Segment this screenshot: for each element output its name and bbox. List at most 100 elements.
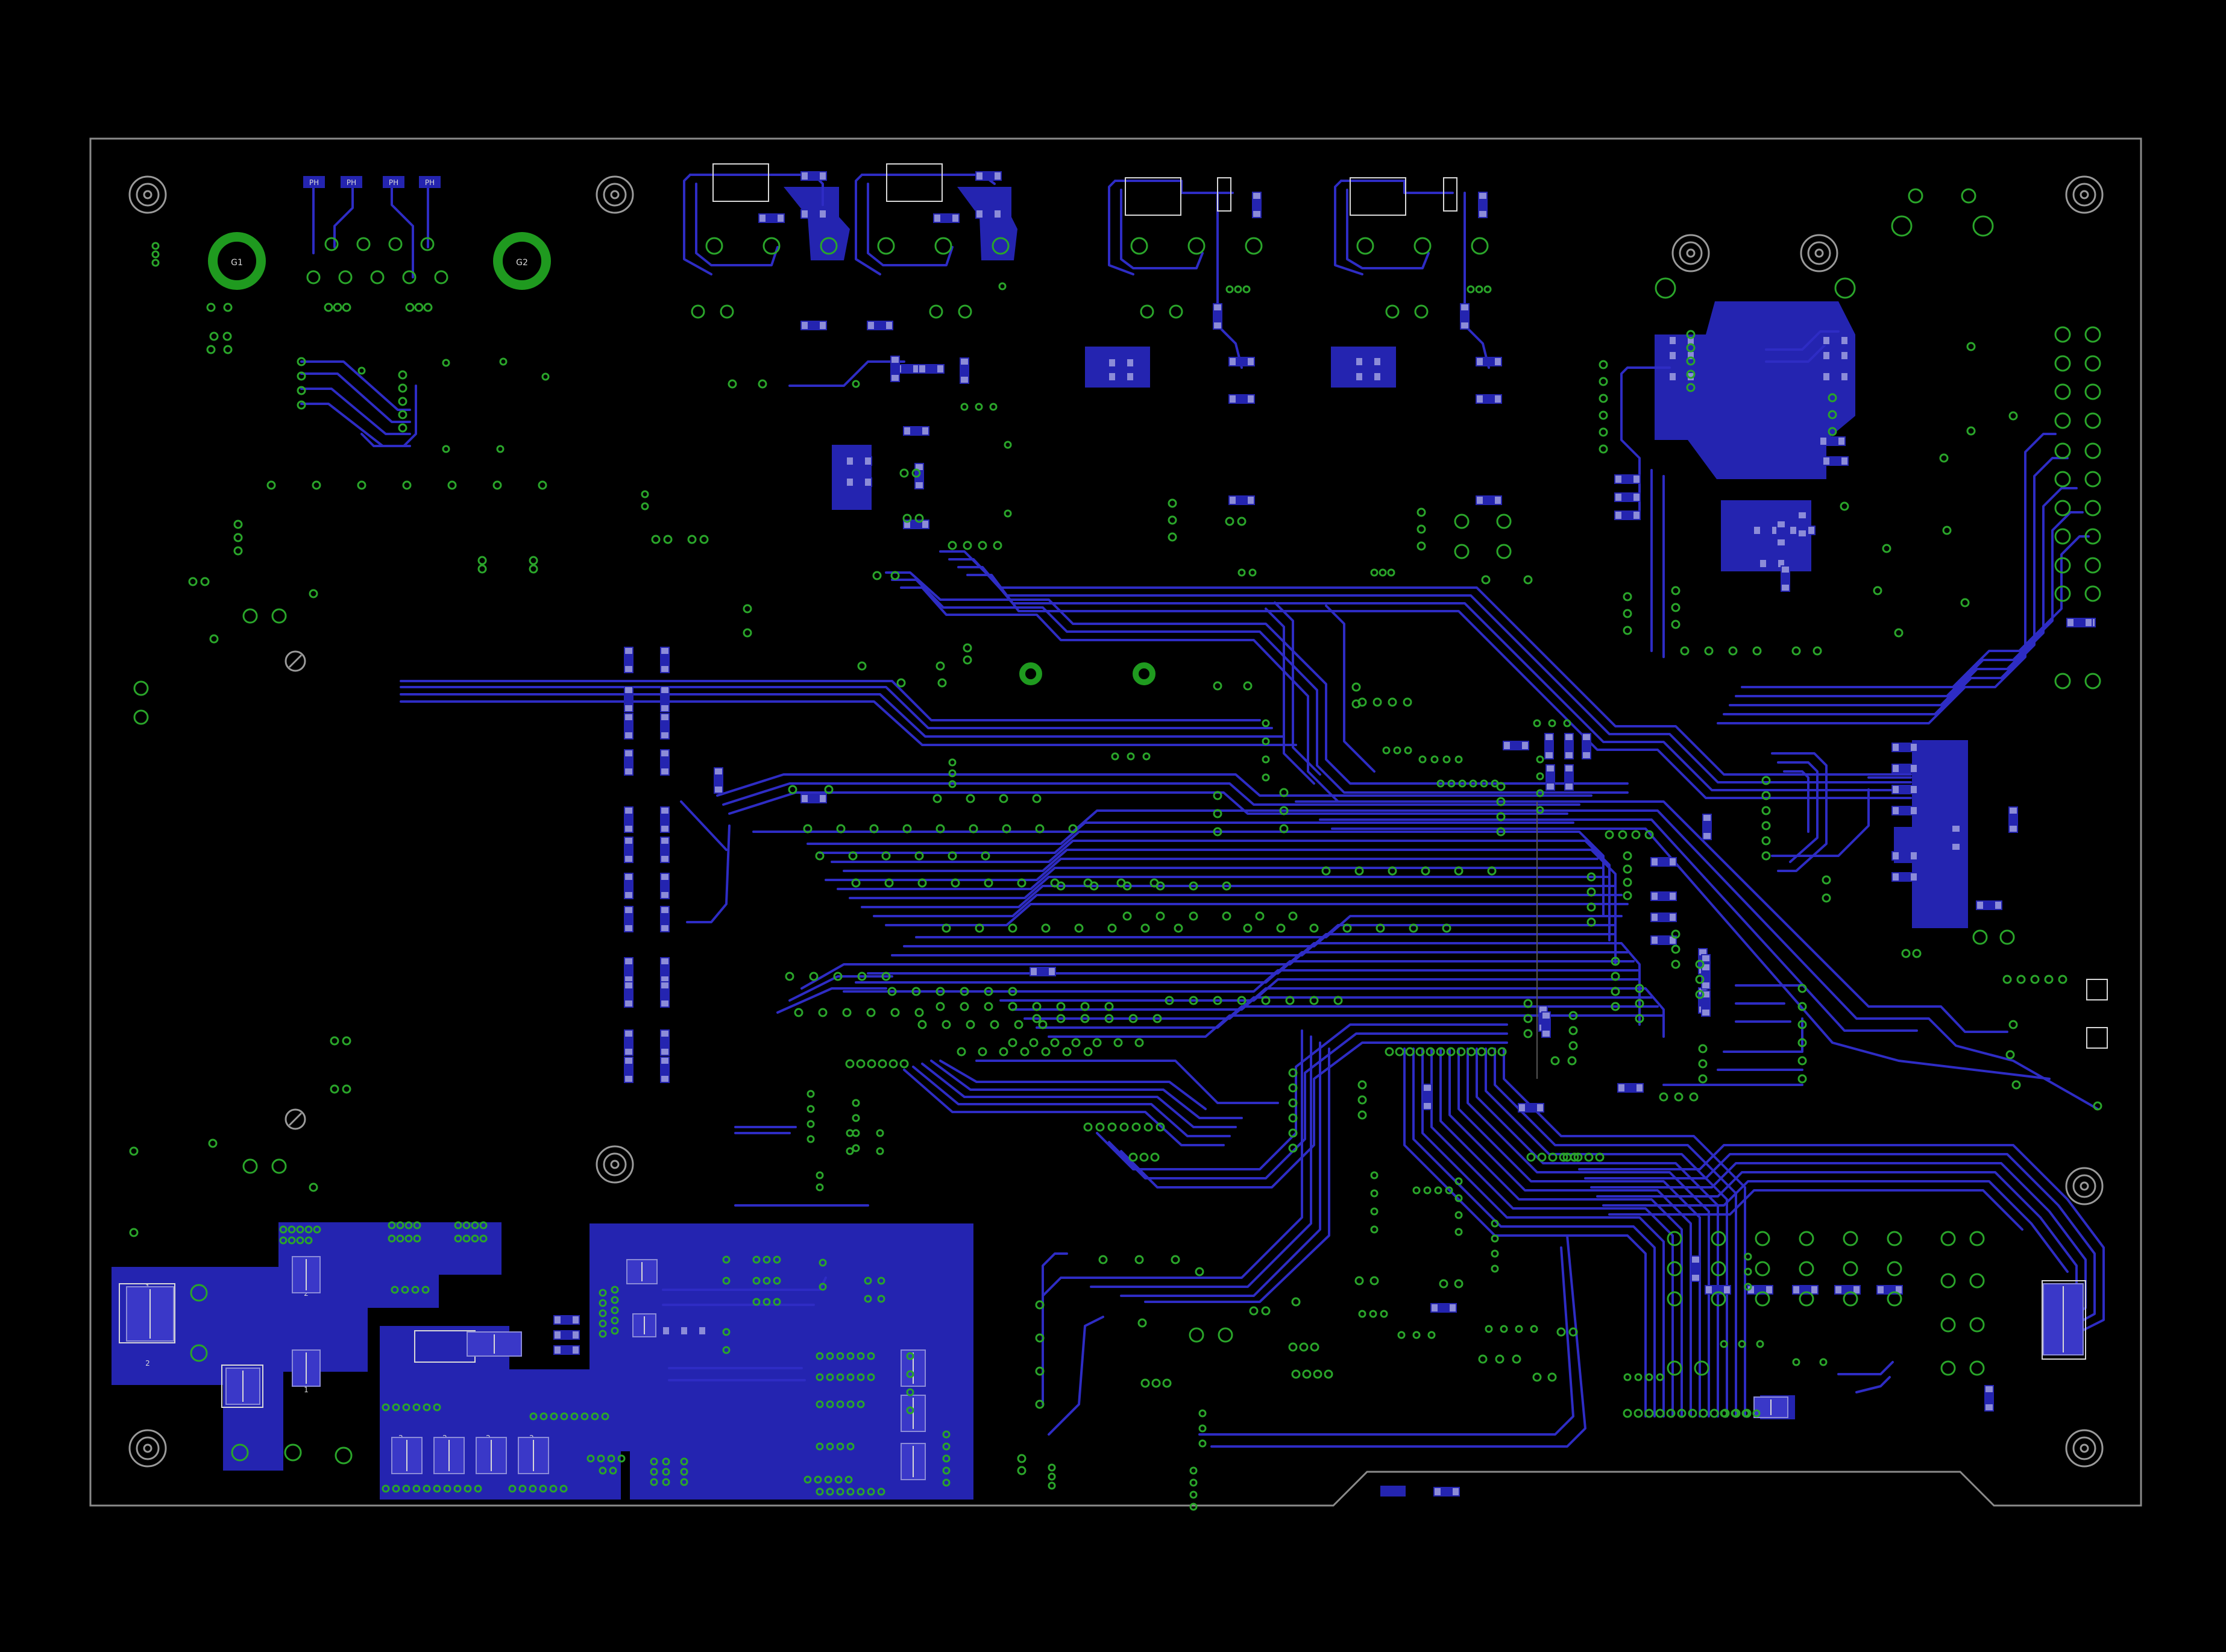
via (599, 1309, 607, 1318)
via (1536, 755, 1544, 764)
via (975, 923, 984, 933)
via (1152, 1014, 1162, 1023)
via (1623, 1373, 1632, 1381)
via (2054, 585, 2071, 602)
smd-component (1228, 495, 1255, 505)
via (650, 1457, 658, 1466)
via (902, 514, 912, 523)
smd-component (1891, 806, 1918, 815)
via (1225, 517, 1234, 526)
via (1056, 881, 1066, 891)
smd-component (660, 957, 670, 984)
via (1142, 752, 1151, 761)
via (1595, 1152, 1605, 1162)
smd-component (800, 171, 827, 181)
via (699, 535, 709, 544)
via (651, 535, 661, 544)
via (1500, 1325, 1508, 1333)
via (877, 1295, 885, 1303)
via (857, 1373, 865, 1381)
via (599, 1330, 607, 1338)
via (1972, 215, 1994, 237)
via (1496, 514, 1512, 529)
smd-component (1650, 935, 1677, 945)
via (1321, 866, 1331, 876)
via (1961, 188, 1976, 204)
smd-component (800, 209, 827, 219)
relay-outline-4 (1350, 177, 1406, 216)
via (948, 541, 957, 550)
via (1908, 188, 1923, 204)
via (1659, 1092, 1668, 1102)
smd-component (960, 357, 969, 384)
via (1709, 1409, 1719, 1418)
via (266, 480, 276, 490)
via (433, 1484, 441, 1493)
smd-component (553, 1345, 580, 1355)
via (1035, 1399, 1045, 1409)
via (313, 1225, 321, 1234)
via (1523, 1014, 1533, 1023)
via (1797, 1074, 1807, 1084)
via (1454, 1228, 1463, 1236)
via (1048, 1463, 1056, 1472)
smd-component (680, 1326, 706, 1336)
via (392, 1403, 400, 1412)
via (1887, 1261, 1902, 1277)
smd-component (1891, 785, 1918, 794)
via (190, 1284, 208, 1302)
via (834, 1475, 843, 1484)
via (1599, 444, 1608, 454)
via (960, 987, 969, 996)
via (1370, 1225, 1379, 1234)
via (1634, 1373, 1643, 1381)
via (1237, 517, 1247, 526)
via (453, 1484, 462, 1493)
smd-component (1476, 394, 1502, 404)
via (878, 1059, 887, 1069)
via (869, 824, 879, 834)
via (388, 1221, 396, 1230)
via (917, 878, 927, 888)
via (370, 270, 385, 284)
ground-lug-g2 (493, 232, 551, 290)
via (803, 1475, 812, 1484)
via (836, 1373, 844, 1381)
via (981, 851, 990, 861)
via (398, 423, 407, 433)
via (1635, 999, 1644, 1008)
via (1134, 1038, 1144, 1047)
copper-pours (112, 187, 1968, 1500)
via (948, 851, 957, 861)
via (1671, 620, 1681, 629)
via (1436, 779, 1445, 788)
via (1225, 285, 1234, 294)
smd-component (2066, 618, 2093, 627)
via (611, 1306, 619, 1314)
via (284, 1443, 302, 1462)
via (1357, 697, 1367, 707)
via (2054, 383, 2071, 400)
smd-component (660, 1029, 670, 1056)
via (1623, 864, 1632, 874)
via (1469, 779, 1477, 788)
via (2084, 673, 2101, 689)
via (2084, 442, 2101, 459)
via (1309, 996, 1319, 1005)
via (857, 972, 867, 981)
via (2084, 355, 2101, 372)
via (1416, 507, 1426, 517)
via (876, 1129, 884, 1137)
via (989, 403, 998, 411)
via (856, 1059, 866, 1069)
via (1050, 1038, 1060, 1047)
via (911, 468, 921, 478)
via (129, 1146, 139, 1156)
via (1416, 541, 1426, 551)
via (762, 237, 781, 255)
via (1189, 1503, 1198, 1511)
smd-component (1891, 743, 1918, 752)
via (1128, 1152, 1138, 1162)
via (899, 1059, 909, 1069)
via (1068, 824, 1078, 834)
